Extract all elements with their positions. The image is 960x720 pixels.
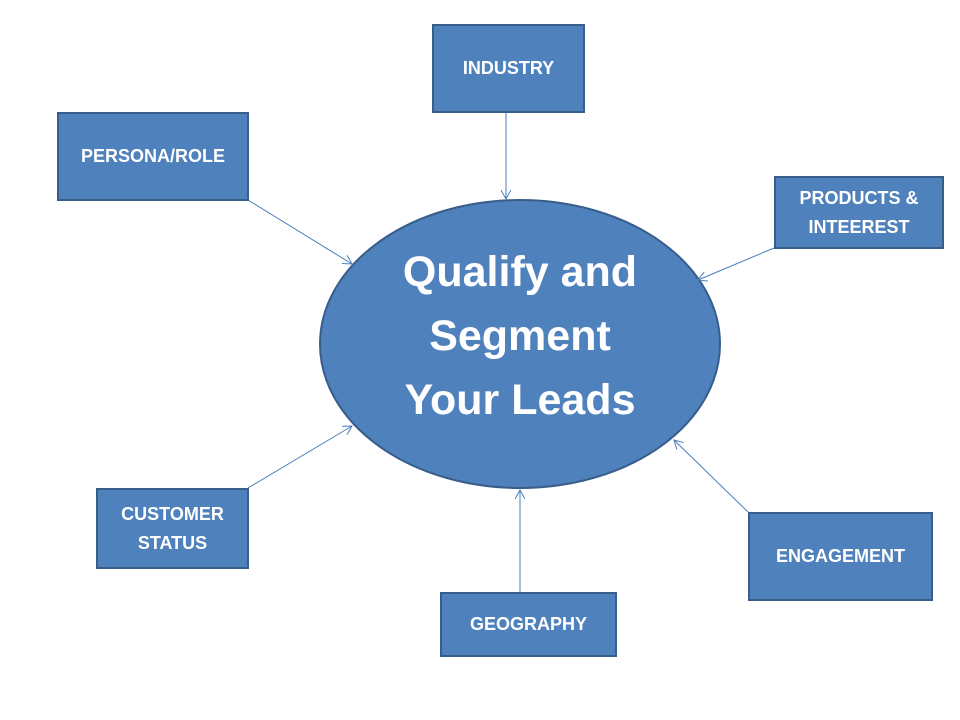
node-industry: INDUSTRY <box>432 24 585 113</box>
node-label: PERSONA/ROLE <box>80 146 226 166</box>
center-title: Qualify and Segment Your Leads <box>370 240 670 432</box>
node-products-interest: PRODUCTS & INTEEREST <box>774 176 944 249</box>
node-label: GEOGRAPHY <box>469 614 588 634</box>
arrow-persona <box>247 199 352 264</box>
arrow-engagement <box>674 440 749 513</box>
node-label: ENGAGEMENT <box>775 546 905 566</box>
center-line-2: Segment <box>429 312 611 360</box>
center-ellipse <box>319 199 721 489</box>
arrow-customer-status <box>247 426 352 489</box>
node-label: STATUS <box>137 532 208 553</box>
center-line-1: Qualify and <box>402 248 638 296</box>
node-label: INDUSTRY <box>462 58 555 78</box>
node-geography: GEOGRAPHY <box>440 592 617 657</box>
node-label: INTEEREST <box>808 216 910 237</box>
node-label: CUSTOMER <box>121 503 224 524</box>
center-line-3: Your Leads <box>404 376 636 424</box>
arrow-products <box>698 247 775 280</box>
node-persona-role: PERSONA/ROLE <box>57 112 249 201</box>
node-engagement: ENGAGEMENT <box>748 512 933 601</box>
node-label: PRODUCTS & <box>799 187 919 208</box>
node-customer-status: CUSTOMER STATUS <box>96 488 249 569</box>
